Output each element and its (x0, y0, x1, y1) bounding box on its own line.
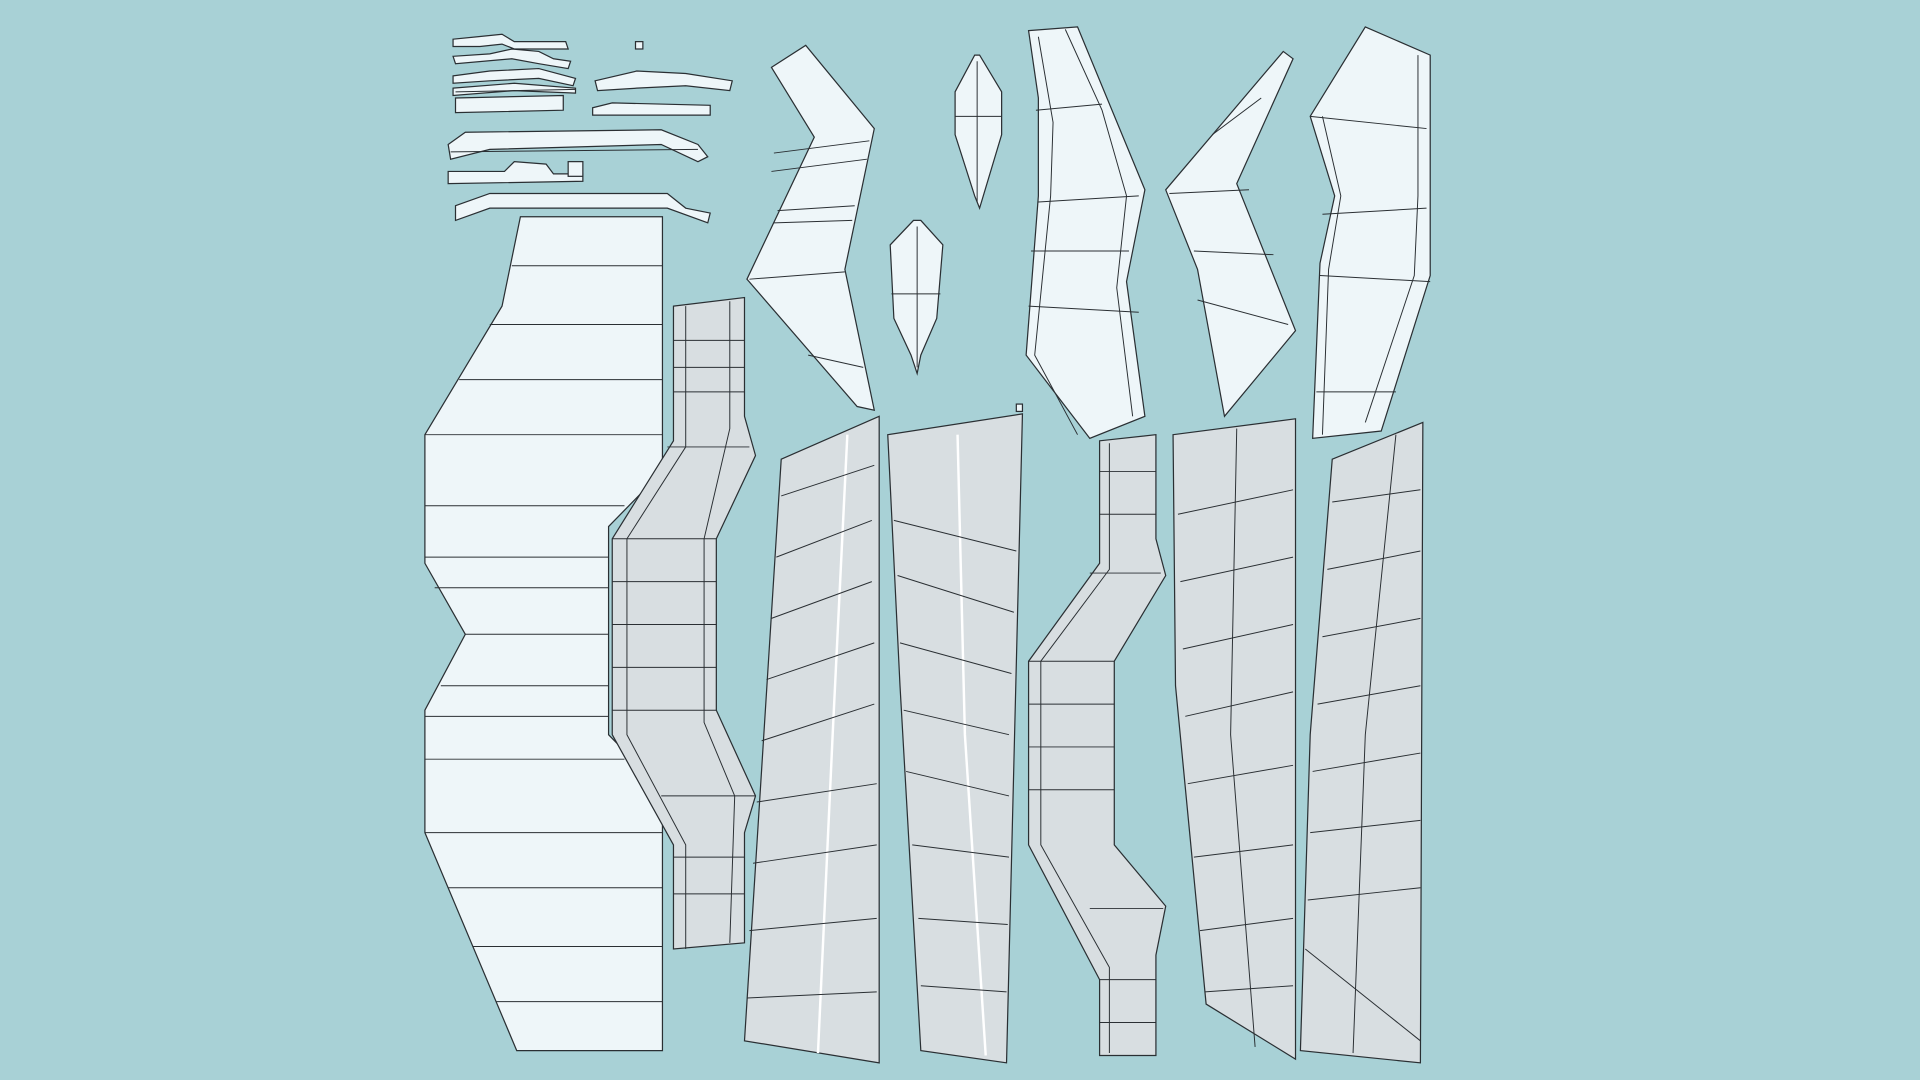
uv-island-small-pointed (889, 54, 1003, 376)
uv-island-tiny-square (1015, 403, 1024, 413)
uv-island-grey-strip-1 (743, 415, 880, 1064)
uv-island-grey-snake-left (611, 296, 757, 950)
uv-island-small-strips (447, 33, 734, 224)
uv-island-zigzag-1 (746, 44, 876, 411)
uv-island-grey-strip-2 (887, 413, 1024, 1064)
uv-island-zigzag-2 (1025, 26, 1146, 440)
uv-island-zigzag-3 (1165, 50, 1297, 418)
uv-island-zigzag-4 (1309, 26, 1431, 440)
uv-island-grey-snake-right (1027, 434, 1167, 1057)
uv-island-grey-strip-3 (1172, 418, 1297, 1061)
uv-island-grey-strip-4 (1299, 421, 1424, 1064)
